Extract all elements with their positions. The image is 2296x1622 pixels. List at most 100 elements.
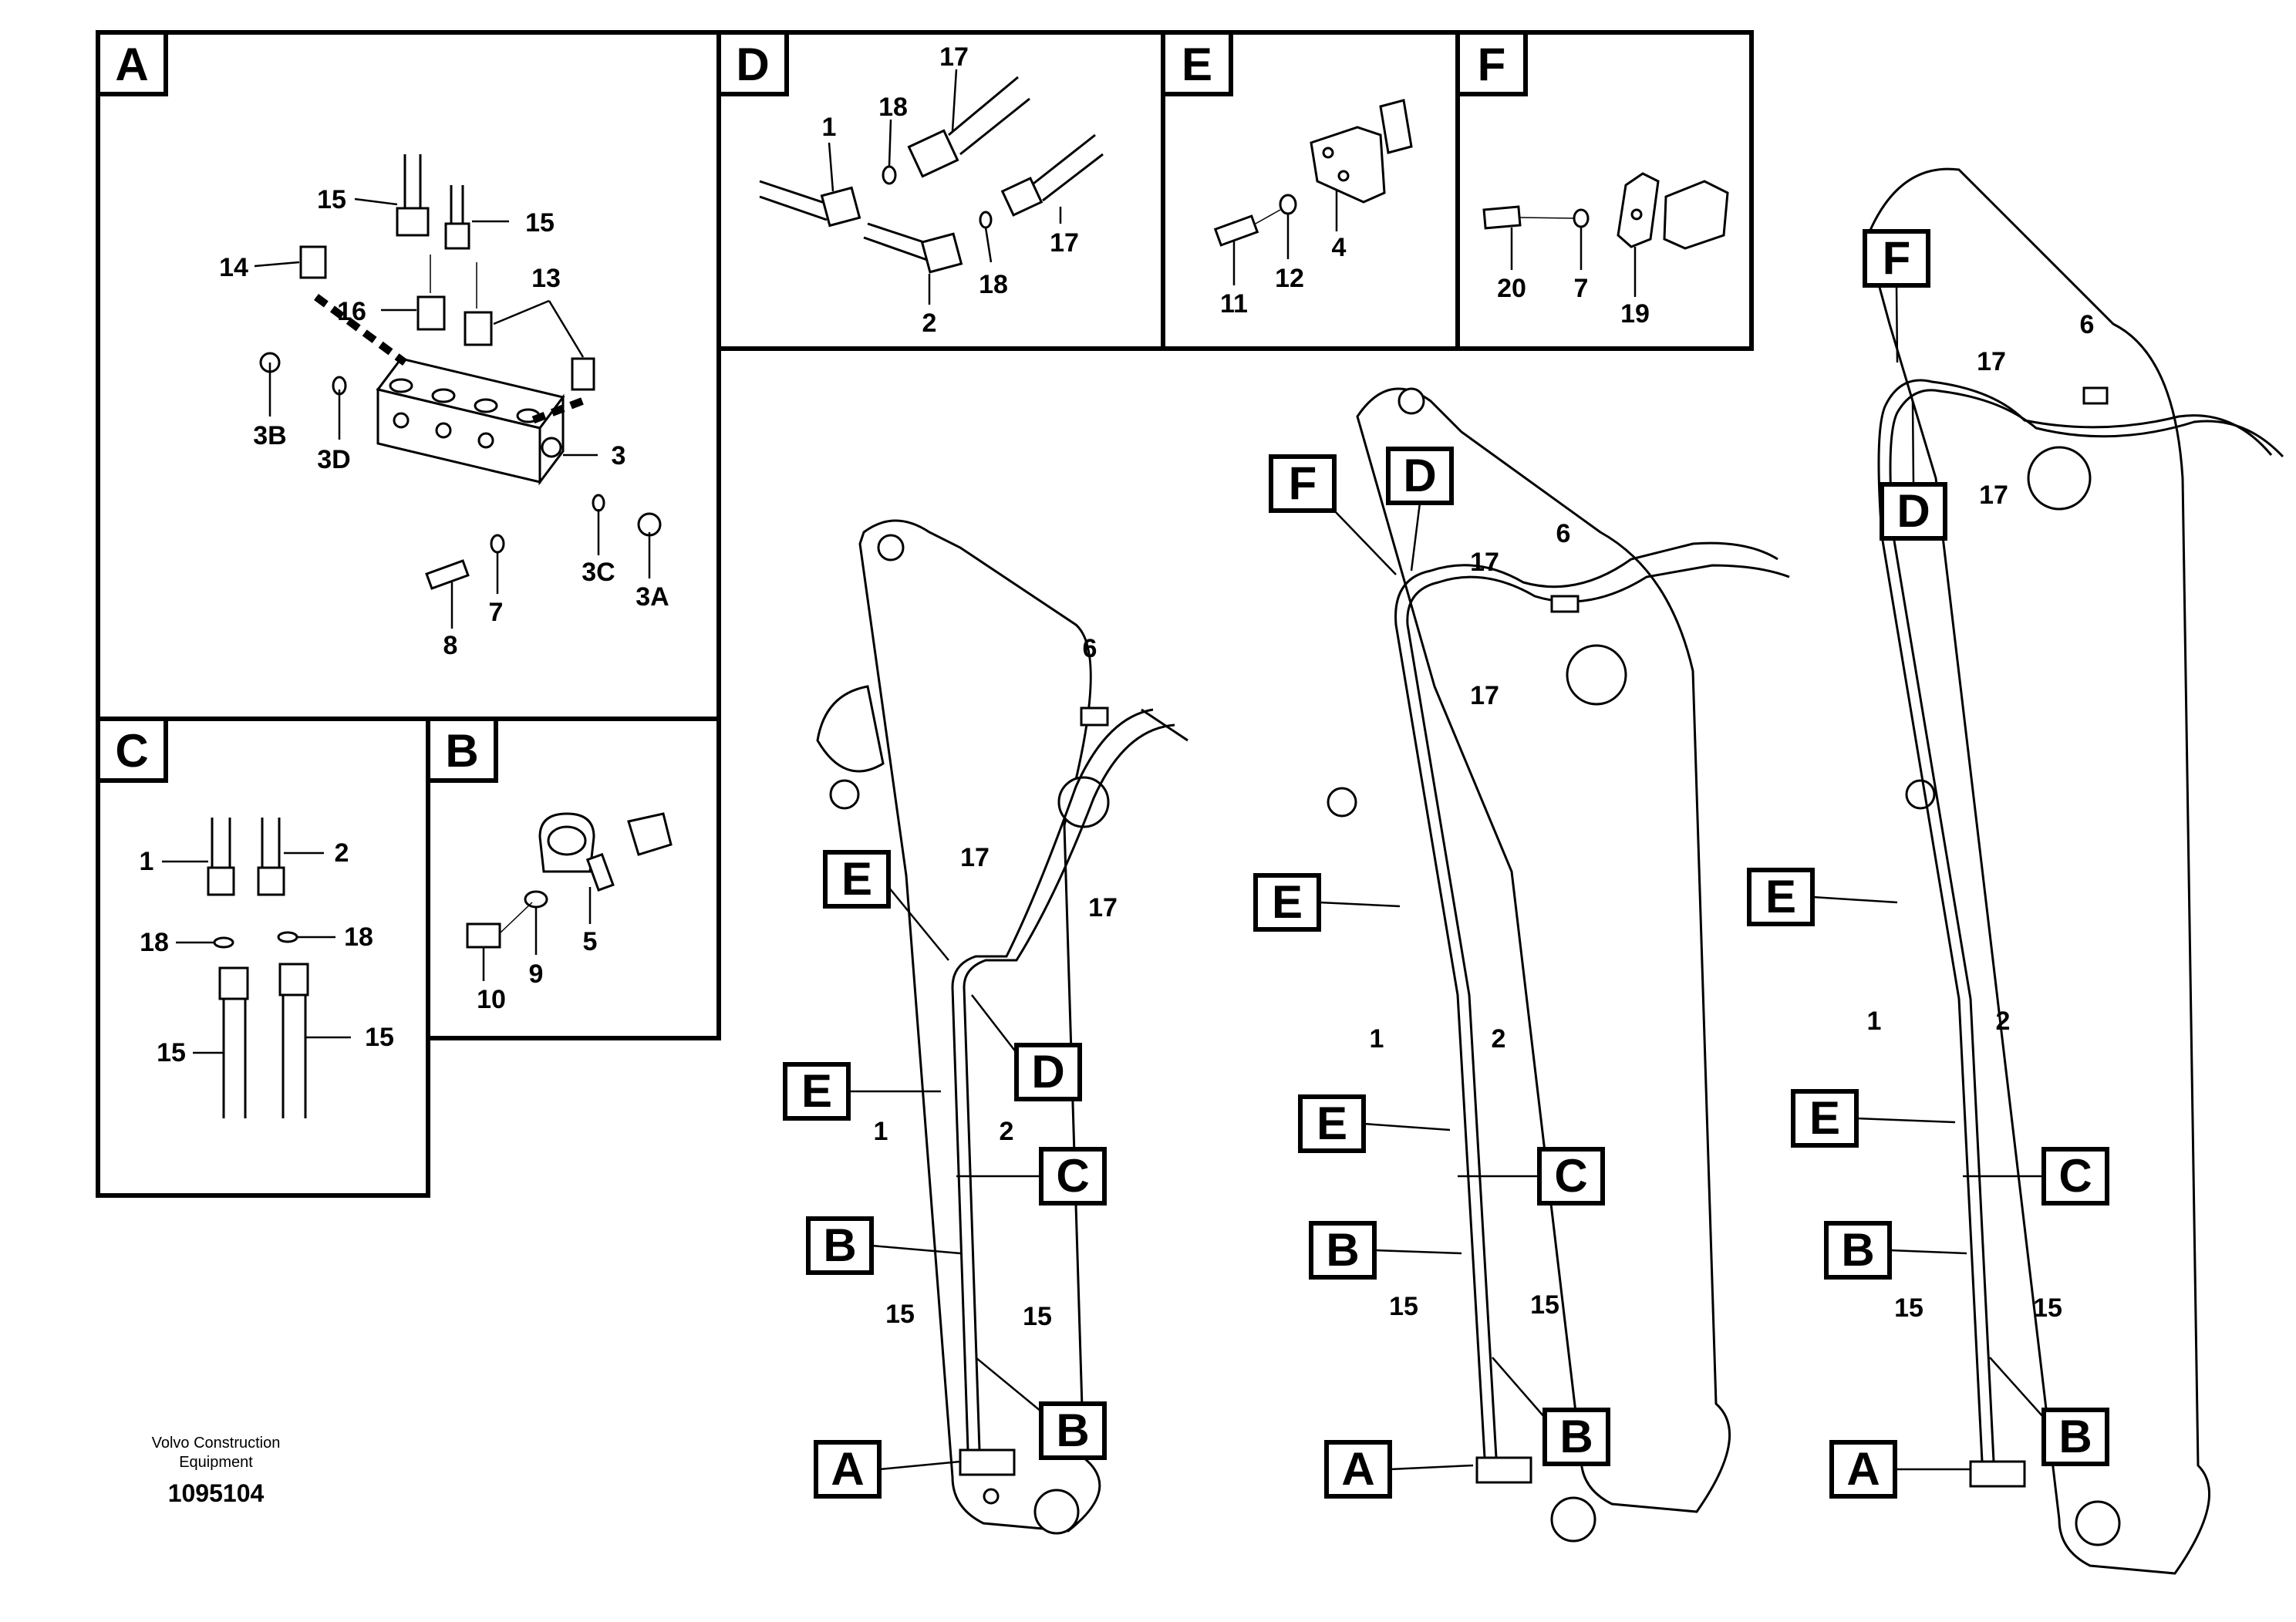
boom-tags: E D E C B B A F D E E C B (783, 229, 2109, 1499)
callout-2-c: 2 (335, 838, 349, 868)
callout-15-b3a: 15 (1894, 1293, 1923, 1323)
callout-17-d-bottom: 17 (1050, 228, 1079, 258)
callout-17-b3a: 17 (1977, 347, 2006, 376)
callout-3d: 3D (317, 445, 350, 474)
callout-15-c-left: 15 (157, 1038, 186, 1067)
tag-d-3: D (1896, 485, 1930, 537)
tag-e-3a: E (1765, 871, 1796, 922)
tag-e-2a: E (1272, 876, 1303, 928)
tag-e-1b: E (801, 1065, 832, 1117)
callout-17-b1a: 17 (960, 843, 990, 872)
boom-view-2 (1327, 387, 1790, 1543)
callout-17-b2b: 17 (1470, 681, 1499, 710)
panel-e: E 4 12 11 (1161, 30, 1460, 351)
callout-1-d: 1 (822, 113, 837, 142)
callout-15-b2a: 15 (1389, 1292, 1418, 1321)
tag-a-1: A (831, 1443, 864, 1495)
callout-17-b2a: 17 (1470, 548, 1499, 577)
callout-11: 11 (1220, 289, 1248, 319)
callout-7-f: 7 (1574, 274, 1589, 303)
panel-e-label: E (1182, 39, 1212, 90)
callout-6-b3: 6 (2080, 310, 2095, 339)
callout-6-b2: 6 (1556, 519, 1571, 548)
tag-e-3b: E (1809, 1092, 1840, 1144)
tag-b-1b: B (1056, 1404, 1089, 1456)
callout-14: 14 (219, 253, 248, 282)
tag-c-1: C (1056, 1150, 1089, 1202)
callout-20: 20 (1497, 274, 1526, 303)
panel-b: B 5 9 10 (426, 717, 721, 1040)
panel-d: D 1 18 17 17 18 2 (716, 30, 1165, 351)
callout-18-c-right: 18 (344, 922, 373, 952)
callout-15-b1a: 15 (885, 1300, 915, 1329)
callout-1-b3: 1 (1867, 1007, 1882, 1036)
panel-f-label: F (1478, 39, 1506, 90)
callout-15-right: 15 (525, 208, 555, 238)
callout-1-b1: 1 (874, 1117, 888, 1146)
callout-4: 4 (1332, 233, 1347, 262)
panel-c-label: C (115, 725, 148, 777)
callout-2-d: 2 (922, 309, 937, 338)
callout-3c: 3C (582, 558, 615, 587)
callout-1-c: 1 (140, 847, 154, 876)
clip-e (1213, 99, 1413, 247)
tag-e-1a: E (841, 853, 872, 905)
callout-16: 16 (337, 297, 366, 326)
callout-19: 19 (1620, 299, 1650, 329)
panel-b-label: B (445, 725, 478, 777)
drawing-number: 1095104 (168, 1479, 265, 1507)
callout-6-b1: 6 (1083, 634, 1097, 663)
callout-17-b1b: 17 (1088, 893, 1118, 922)
tag-b-2b: B (1559, 1411, 1593, 1462)
callout-18-d-bottom: 18 (979, 270, 1008, 299)
panel-c: C 1 2 18 18 15 15 (96, 717, 430, 1198)
hose-pair-c (207, 818, 309, 1118)
tag-c-3: C (2058, 1150, 2092, 1202)
callout-15-b2b: 15 (1530, 1290, 1559, 1320)
callout-15-left: 15 (317, 185, 346, 214)
callout-2-b3: 2 (1996, 1007, 2011, 1036)
footer: Volvo Construction Equipment 1095104 (152, 1435, 281, 1507)
company-line-2: Equipment (179, 1454, 253, 1471)
callout-18-c-left: 18 (140, 928, 169, 957)
callout-5: 5 (583, 927, 598, 956)
callout-7-a: 7 (489, 598, 504, 627)
company-line-1: Volvo Construction (152, 1435, 281, 1452)
callout-17-d-top: 17 (939, 42, 969, 72)
panel-d-label: D (736, 39, 769, 90)
tag-b-2a: B (1326, 1224, 1359, 1276)
tag-d-1: D (1031, 1046, 1064, 1098)
panel-f: F 20 7 19 (1455, 30, 1754, 351)
tag-e-2b: E (1317, 1098, 1347, 1149)
callout-15-c-right: 15 (365, 1023, 394, 1052)
tag-b-3a: B (1841, 1224, 1874, 1276)
clamp-f (1482, 172, 1729, 250)
callout-12: 12 (1275, 264, 1304, 293)
callout-18-d-top: 18 (878, 93, 908, 122)
callout-2-b2: 2 (1492, 1024, 1506, 1054)
callout-13: 13 (531, 264, 561, 293)
tag-d-2: D (1403, 450, 1436, 501)
tag-f-2: F (1289, 457, 1317, 509)
callout-15-b1b: 15 (1023, 1302, 1052, 1331)
callout-1-b2: 1 (1370, 1024, 1384, 1054)
panel-a-label: A (115, 39, 148, 90)
panel-a: A (96, 30, 721, 721)
callout-3: 3 (612, 441, 626, 470)
panel-a-leaders (254, 197, 651, 629)
callout-15-b3b: 15 (2033, 1293, 2062, 1323)
callout-17-b3b: 17 (1979, 481, 2008, 510)
tag-b-1a: B (823, 1219, 856, 1271)
callout-3b: 3B (253, 421, 286, 450)
tag-a-2: A (1341, 1443, 1374, 1495)
clamp-b (466, 812, 673, 949)
tag-f-3: F (1883, 232, 1911, 284)
callout-3a: 3A (636, 582, 669, 612)
tag-c-2: C (1554, 1150, 1587, 1202)
boom-view-1 (816, 519, 1188, 1535)
boom-view-3 (1865, 167, 2284, 1575)
hose-fittings-d (759, 76, 1104, 274)
tag-b-3b: B (2058, 1411, 2092, 1462)
fittings (259, 154, 662, 590)
